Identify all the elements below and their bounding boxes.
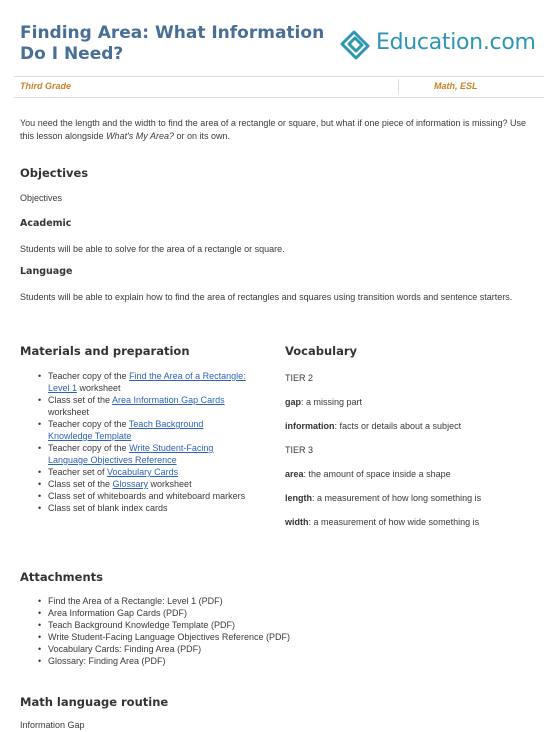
item-text: Class set of the — [48, 395, 113, 405]
vocab-entry: gap: a missing part — [285, 396, 545, 408]
vocab-term: length — [285, 493, 312, 503]
attachment-item[interactable]: •Teach Background Knowledge Template (PD… — [38, 620, 235, 630]
vocab-entry: length: a measurement of how long someth… — [285, 492, 545, 504]
intro-text: You need the length and the width to fin… — [20, 118, 526, 141]
academic-heading: Academic — [20, 218, 72, 229]
logo-mark-icon — [340, 30, 370, 60]
vocabulary-cards-link[interactable]: Vocabulary Cards — [107, 467, 179, 477]
attachment-item[interactable]: •Area Information Gap Cards (PDF) — [38, 608, 188, 618]
attachment-item[interactable]: •Vocabulary Cards: Finding Area (PDF) — [38, 644, 202, 654]
education-com-logo[interactable]: Education.com — [338, 24, 538, 64]
attachment-label: Teach Background Knowledge Template (PDF… — [48, 620, 235, 630]
vocab-term: information — [285, 421, 335, 431]
grade-subject-bar: Third Grade Math, ESL — [14, 76, 544, 98]
attachment-item[interactable]: •Write Student-Facing Language Objective… — [38, 632, 290, 642]
item-text: Class set of blank index cards — [48, 503, 168, 513]
list-item: •Class set of blank index cards — [38, 503, 168, 513]
objectives-subtext: Objectives — [20, 193, 63, 203]
list-item: •Class set of whiteboards and whiteboard… — [38, 491, 246, 501]
attachment-label: Glossary: Finding Area (PDF) — [48, 656, 166, 666]
routine-heading: Math language routine — [20, 695, 169, 709]
academic-text: Students will be able to solve for the a… — [20, 244, 285, 254]
list-item: •Class set of the Area Information Gap C… — [38, 395, 225, 417]
vocab-definition: : a missing part — [301, 397, 363, 407]
tier-label: TIER 3 — [285, 445, 314, 455]
vocab-entry: information: facts or details about a su… — [285, 420, 545, 432]
intro-paragraph: You need the length and the width to fin… — [20, 117, 540, 143]
vocab-definition: : the amount of space inside a shape — [303, 469, 451, 479]
item-text: Teacher set of — [48, 467, 108, 477]
vocabulary-heading: Vocabulary — [285, 344, 358, 358]
tier-label: TIER 2 — [285, 373, 314, 383]
list-item: •Teacher copy of the Write Student-Facin… — [38, 443, 214, 465]
vocab-definition: : facts or details about a subject — [334, 421, 462, 431]
attachment-label: Write Student-Facing Language Objectives… — [48, 632, 290, 642]
intro-italic: What's My Area? — [106, 131, 174, 141]
materials-list: •Teacher copy of the Find the Area of a … — [38, 370, 248, 514]
attachments-heading: Attachments — [20, 570, 103, 584]
reference-link[interactable]: Write Student-Facing Language Objectives… — [48, 443, 214, 465]
materials-heading: Materials and preparation — [20, 344, 190, 358]
template-link[interactable]: Teach Background Knowledge Template — [48, 419, 204, 441]
item-text: worksheet — [148, 479, 192, 489]
item-text: worksheet — [48, 407, 90, 417]
list-item: •Class set of the Glossary worksheet — [38, 479, 192, 489]
item-text: Teacher copy of the — [48, 419, 129, 429]
item-text: Teacher copy of the — [48, 371, 130, 381]
page-title: Finding Area: What Information Do I Need… — [20, 23, 325, 64]
attachments-list: •Find the Area of a Rectangle: Level 1 (… — [38, 595, 408, 667]
list-item: •Teacher set of Vocabulary Cards — [38, 467, 179, 477]
divider — [398, 79, 399, 94]
attachment-label: Find the Area of a Rectangle: Level 1 (P… — [48, 596, 223, 606]
item-text: worksheet — [77, 383, 121, 393]
item-text: Class set of whiteboards and whiteboard … — [48, 491, 246, 501]
routine-text: Information Gap — [20, 720, 85, 730]
language-heading: Language — [20, 266, 73, 277]
list-item: •Teacher copy of the Find the Area of a … — [38, 371, 246, 393]
objectives-heading: Objectives — [20, 166, 89, 180]
vocabulary-list: TIER 2 gap: a missing part information: … — [285, 372, 545, 528]
attachment-label: Vocabulary Cards: Finding Area (PDF) — [48, 644, 202, 654]
vocab-term: width — [285, 517, 309, 527]
glossary-link[interactable]: Glossary — [112, 479, 149, 489]
language-text: Students will be able to explain how to … — [20, 292, 513, 302]
vocab-term: area — [285, 469, 304, 479]
vocab-entry: area: the amount of space inside a shape — [285, 468, 545, 480]
intro-text-end: or on its own. — [173, 131, 230, 141]
vocab-term: gap — [285, 397, 302, 407]
item-text: Class set of the — [48, 479, 113, 489]
logo-text: Education.com — [376, 30, 536, 55]
list-item: •Teacher copy of the Teach Background Kn… — [38, 419, 204, 441]
worksheet-link[interactable]: Find the Area of a Rectangle: Level 1 — [48, 371, 246, 393]
item-text: Teacher copy of the — [48, 443, 130, 453]
vocab-definition: : a measurement of how long something is — [312, 493, 482, 503]
vocab-definition: : a measurement of how wide something is — [308, 517, 480, 527]
subject-label: Math, ESL — [434, 81, 478, 91]
worksheet-link[interactable]: Area Information Gap Cards — [112, 395, 225, 405]
grade-label: Third Grade — [20, 81, 72, 91]
attachment-label: Area Information Gap Cards (PDF) — [48, 608, 188, 618]
attachment-item[interactable]: •Glossary: Finding Area (PDF) — [38, 656, 166, 666]
vocab-entry: width: a measurement of how wide somethi… — [285, 516, 545, 528]
attachment-item[interactable]: •Find the Area of a Rectangle: Level 1 (… — [38, 596, 223, 606]
